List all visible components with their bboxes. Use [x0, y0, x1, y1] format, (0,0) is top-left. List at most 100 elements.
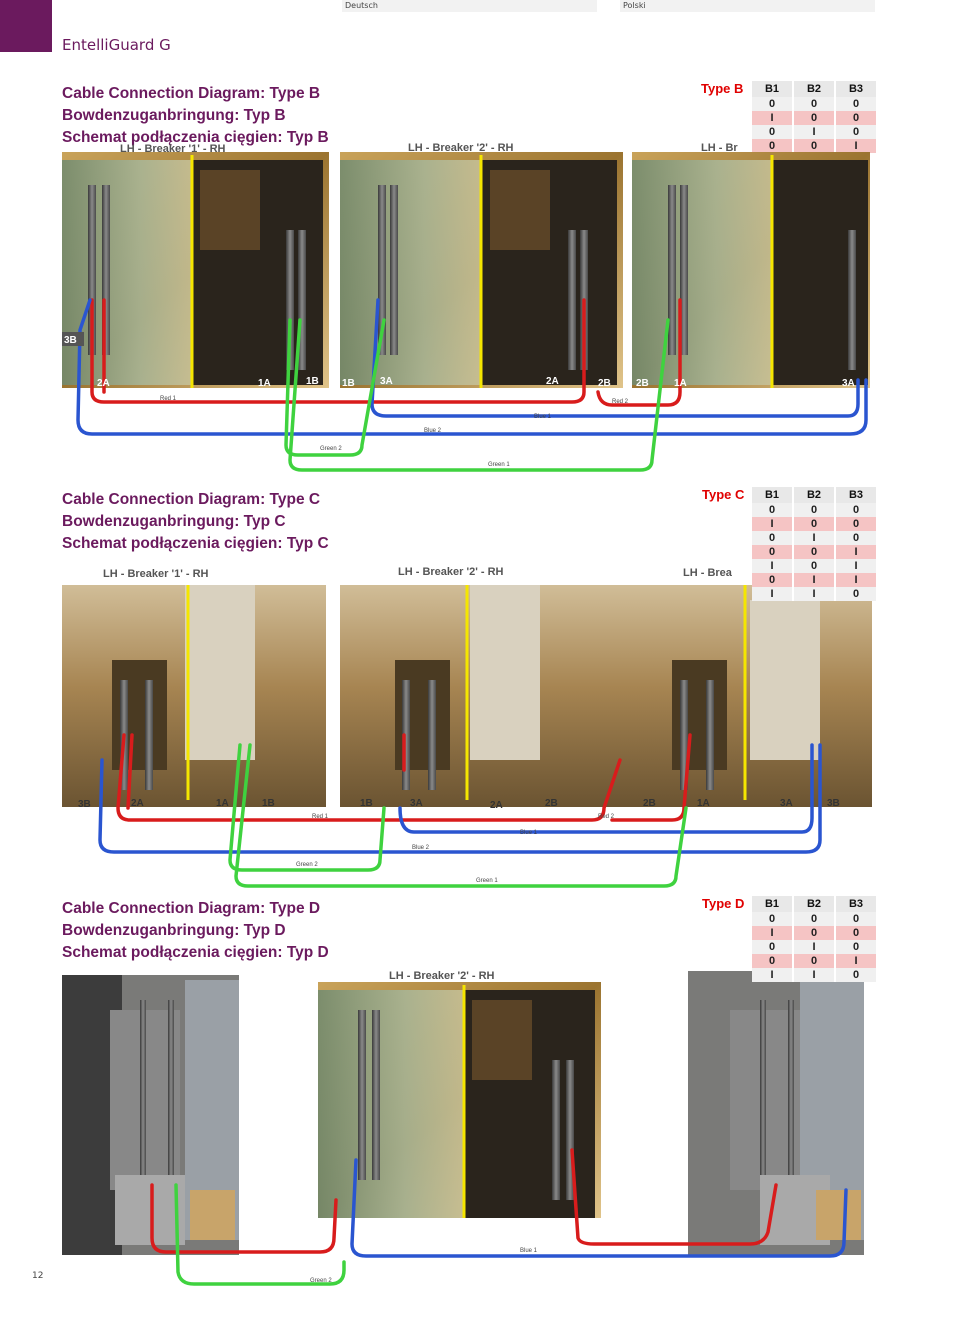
- page-number: 12: [32, 1271, 44, 1281]
- cell: 0: [835, 503, 878, 517]
- photo-caption: LH - Breaker '1' - RH: [103, 568, 209, 580]
- terminal-label: 2A: [131, 798, 144, 809]
- terminal-label: 1B: [306, 376, 319, 387]
- cell: I: [793, 573, 836, 587]
- terminal-label: 1B: [360, 798, 373, 809]
- cell: I: [752, 559, 794, 573]
- terminal-label: 3A: [410, 798, 423, 809]
- col-b3: B3: [835, 81, 878, 97]
- cable-label: Green 2: [296, 862, 318, 868]
- col-b3: B3: [835, 487, 878, 503]
- language-label-polish: Polski: [620, 0, 875, 12]
- heading-pl: Schemat podłączenia cięgien: Typ C: [62, 535, 329, 552]
- cell: 0: [793, 545, 836, 559]
- cable-label: Green 2: [320, 446, 342, 452]
- cell: 0: [752, 125, 794, 139]
- cell: 0: [752, 503, 794, 517]
- heading-de: Bowdenzuganbringung: Typ D: [62, 922, 286, 939]
- cable-label: Blue 2: [424, 428, 442, 434]
- type-c-photo-breaker-3: [614, 567, 872, 807]
- type-b-photo-breaker-1: [62, 152, 329, 448]
- cell: 0: [793, 559, 836, 573]
- cell: 0: [793, 517, 836, 531]
- cell: I: [835, 954, 878, 968]
- brand-corner-block: [0, 0, 52, 52]
- terminal-label: 3B: [827, 798, 840, 809]
- cable-label: Green 1: [476, 878, 498, 884]
- cell: 0: [835, 912, 878, 926]
- terminal-label: 3B: [64, 335, 77, 346]
- heading-pl: Schemat podłączenia cięgien: Typ D: [62, 944, 329, 961]
- cell: 0: [752, 573, 794, 587]
- col-b1: B1: [752, 896, 794, 912]
- cable-label: Blue 1: [520, 830, 538, 836]
- cell: 0: [752, 912, 794, 926]
- cell: 0: [752, 954, 794, 968]
- terminal-label: 2A: [546, 376, 559, 387]
- cell: I: [793, 587, 836, 601]
- terminal-label: 1A: [674, 378, 687, 389]
- cell: 0: [752, 139, 794, 153]
- cell: 0: [793, 111, 836, 125]
- cell: 0: [793, 912, 836, 926]
- type-c-photo-breaker-1: [62, 567, 326, 807]
- type-c-photo-breaker-2: [340, 567, 618, 807]
- photo-caption: LH - Breaker '2' - RH: [389, 970, 495, 982]
- cell: 0: [835, 968, 878, 982]
- terminal-label: 2B: [545, 798, 558, 809]
- type-b-terminal-labels: 3B 2A 1A 1B 1B 3A 2A 2B 2B 1A 3A: [62, 332, 855, 389]
- col-b2: B2: [793, 81, 836, 97]
- cable-label: Blue 1: [520, 1248, 538, 1254]
- cable-label: Red 2: [612, 399, 629, 405]
- cell: 0: [793, 503, 836, 517]
- type-d-label: Type D: [702, 896, 745, 911]
- terminal-label: 1B: [342, 378, 355, 389]
- heading-pl: Schemat podłączenia cięgien: Typ B: [62, 129, 329, 146]
- type-c-terminal-labels: 3B 2A 1A 1B 1B 3A 2A 2B 2B 1A 3A 3B: [78, 798, 840, 811]
- cell: I: [793, 531, 836, 545]
- type-b-label: Type B: [701, 81, 744, 96]
- heading-en: Cable Connection Diagram: Type D: [62, 900, 321, 917]
- terminal-label: 3A: [780, 798, 793, 809]
- cell: 0: [752, 545, 794, 559]
- terminal-label: 2A: [490, 800, 503, 811]
- photo-caption: LH - Breaker '2' - RH: [408, 142, 514, 154]
- cell: I: [752, 587, 794, 601]
- type-d-photo-left: [62, 975, 239, 1255]
- heading-de: Bowdenzuganbringung: Typ C: [62, 513, 286, 530]
- cell: 0: [752, 97, 794, 111]
- terminal-label: 1A: [216, 798, 229, 809]
- terminal-label: 2B: [636, 378, 649, 389]
- terminal-label: 1B: [262, 798, 275, 809]
- cell: 0: [793, 926, 836, 940]
- col-b3: B3: [835, 896, 878, 912]
- cell: I: [752, 517, 794, 531]
- terminal-label: 2B: [643, 798, 656, 809]
- terminal-label: 1A: [258, 378, 271, 389]
- cell: 0: [835, 926, 878, 940]
- cell: I: [793, 968, 836, 982]
- product-title: EntelliGuard G: [62, 36, 171, 54]
- col-b1: B1: [752, 487, 794, 503]
- col-b2: B2: [793, 896, 836, 912]
- type-b-photo-breaker-2: [340, 152, 623, 388]
- cell: 0: [835, 111, 878, 125]
- language-label-german: Deutsch: [342, 0, 597, 12]
- heading-en: Cable Connection Diagram: Type C: [62, 491, 321, 508]
- photo-caption: LH - Brea: [683, 567, 733, 579]
